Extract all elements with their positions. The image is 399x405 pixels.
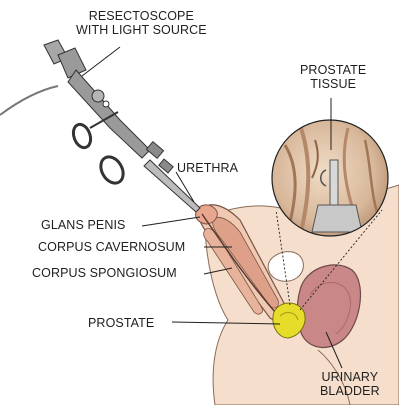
label-prostate-tissue-line2: TISSUE [300,77,366,91]
label-prostate-tissue-line1: PROSTATE [300,63,366,77]
label-urinary-bladder-line1: URINARY [320,370,380,384]
label-corpus-spongiosum: CORPUS SPONGIOSUM [32,266,177,280]
label-prostate: PROSTATE [88,316,154,330]
resectoscope-pointer [82,47,120,76]
label-resectoscope-line2: WITH LIGHT SOURCE [76,23,207,37]
label-corpus-cavernosum: CORPUS CAVERNOSUM [38,240,185,254]
label-glans-penis: GLANS PENIS [41,218,125,232]
label-urethra: URETHRA [177,161,238,175]
label-urinary-bladder: URINARY BLADDER [320,370,380,398]
label-resectoscope-line1: RESECTOSCOPE [76,9,207,23]
label-resectoscope: RESECTOSCOPE WITH LIGHT SOURCE [76,9,207,37]
resectoscope-instrument [0,40,200,212]
glans-pointer [142,217,200,226]
label-prostate-tissue: PROSTATE TISSUE [300,63,366,91]
label-urinary-bladder-line2: BLADDER [320,384,380,398]
